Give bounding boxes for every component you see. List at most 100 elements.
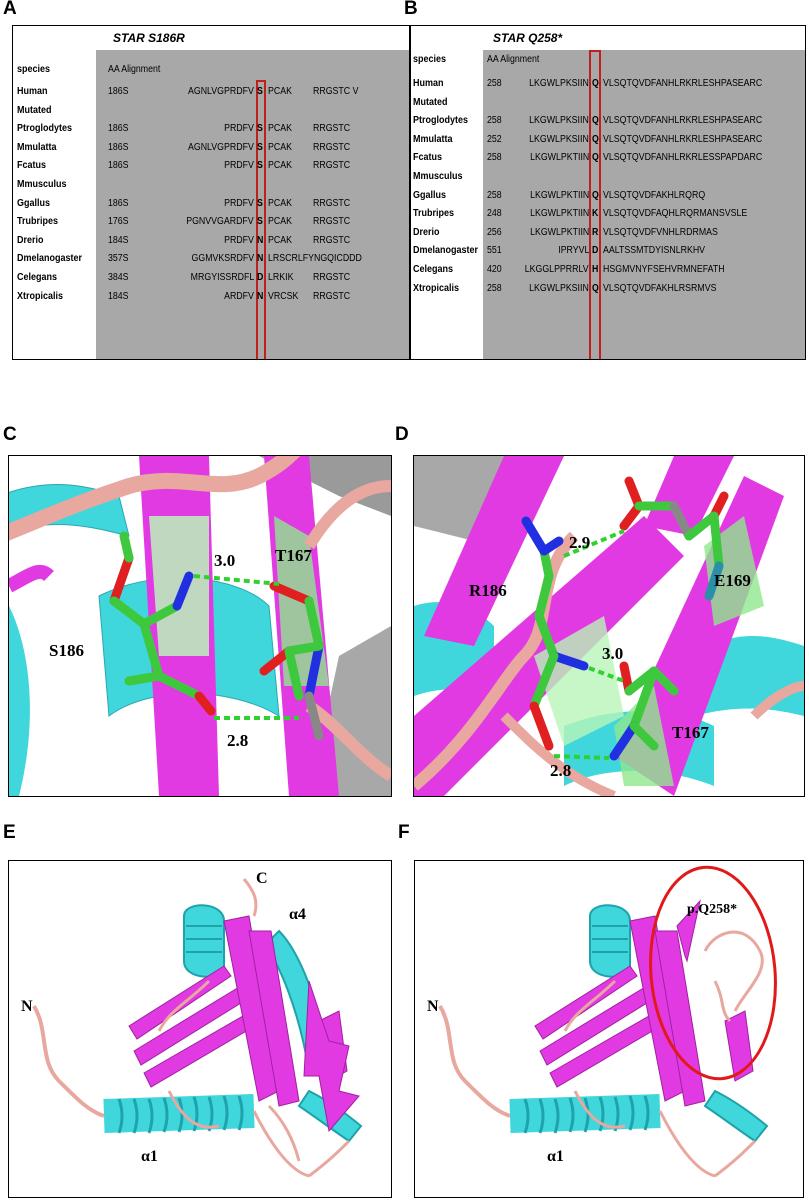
residue-label: T167 xyxy=(672,723,709,742)
sequence-right: PCAK xyxy=(268,160,292,172)
sequence-left: LKGWLPKTIIN xyxy=(529,152,589,164)
alignment-position: 248 xyxy=(487,208,502,220)
panel-label-f: F xyxy=(398,822,410,843)
terminus-label: N xyxy=(427,998,439,1015)
helix-label: α1 xyxy=(141,1148,158,1165)
sequence-left: PGNVVGARDFV xyxy=(186,216,254,228)
terminus-label: N xyxy=(21,998,33,1015)
species-name: Human xyxy=(413,78,444,89)
alignment-position: 258 xyxy=(487,115,502,127)
species-name: Mutated xyxy=(17,104,52,116)
sequence-left: ARDFV xyxy=(224,290,254,302)
panel-label-a: A xyxy=(3,0,17,19)
highlighted-residue: Q xyxy=(592,78,599,89)
species-name: Trubripes xyxy=(17,216,59,228)
sequence-right: PCAK xyxy=(268,86,292,97)
alignment-title: STAR Q258* xyxy=(493,31,563,45)
sequence-right: PCAK xyxy=(268,141,292,153)
sequence-tail: RRGSTC xyxy=(313,216,351,228)
highlight-column-box xyxy=(589,50,601,359)
alignment-position: 186S xyxy=(108,123,129,135)
species-name: Ptroglodytes xyxy=(17,123,73,135)
alignment-position: 551 xyxy=(487,245,502,257)
sequence-tail: RRGSTC xyxy=(313,123,351,135)
sequence-left: AGNLVGPRDFV xyxy=(188,141,254,153)
panel-label-b: B xyxy=(404,0,418,19)
alignment-position: 258 xyxy=(487,78,502,89)
species-name: Drerio xyxy=(413,226,440,238)
sequence-left: LKGWLPKSIIN xyxy=(529,133,589,145)
alignment-position: 252 xyxy=(487,133,502,145)
structure-panel-c: 3.0 2.8 S186 T167 xyxy=(8,455,392,797)
distance-label: 3.0 xyxy=(602,644,623,663)
species-name: Celegans xyxy=(413,264,454,275)
sequence-right: VLSQTQVDFANHLRKRLESHPASEARC xyxy=(603,78,763,89)
sequence-right: PCAK xyxy=(268,234,292,246)
panel-label-c: C xyxy=(3,424,17,445)
sequence-tail: RRGSTC xyxy=(313,290,351,302)
species-name: Ggallus xyxy=(17,197,51,209)
alignment-position: 357S xyxy=(108,253,129,265)
sequence-right: VLSQTQVDFANHLRKRLESSPAPDARC xyxy=(603,152,763,164)
highlighted-residue: N xyxy=(257,234,264,246)
species-name: Fcatus xyxy=(413,152,443,164)
alignment-position: 420 xyxy=(487,264,502,275)
residue-label: R186 xyxy=(469,581,507,600)
panel-label-d: D xyxy=(395,424,409,445)
sequence-right: LRKIK xyxy=(268,272,294,283)
residue-label: E169 xyxy=(714,571,751,590)
structure-panel-e: N C α4 α1 xyxy=(8,860,392,1198)
highlighted-residue: S xyxy=(257,86,263,97)
species-name: Dmelanogaster xyxy=(17,253,83,265)
sequence-tail: RRGSTC xyxy=(313,234,351,246)
residue-label: S186 xyxy=(49,641,84,660)
distance-label: 2.8 xyxy=(227,731,248,750)
highlighted-residue: H xyxy=(592,264,599,275)
highlighted-residue: R xyxy=(592,226,599,238)
highlighted-residue: N xyxy=(257,253,264,265)
alignment-position: 186S xyxy=(108,197,129,209)
sequence-left: LKGWLPKTIIN xyxy=(529,226,589,238)
highlight-column-box xyxy=(256,80,266,359)
sequence-right: VRCSK xyxy=(268,290,299,302)
sequence-right: VLSQTQVDFAQHLRQRMANSVSLE xyxy=(603,208,748,220)
sequence-left: PRDFV xyxy=(224,197,254,209)
alignment-position: 186S xyxy=(108,160,129,172)
species-header: species xyxy=(413,54,447,65)
mutation-label: p.Q258* xyxy=(687,902,737,917)
sequence-tail: RRGSTC xyxy=(313,160,351,172)
alignment-position: 184S xyxy=(108,290,129,302)
sequence-right: VLSQTQVDFAKHLRSRMVS xyxy=(603,282,717,294)
alignment-header: AA Alignment xyxy=(487,54,540,65)
sequence-left: PRDFV xyxy=(224,234,254,246)
sequence-right: LRSCRLFYNGQICDDD xyxy=(268,253,362,265)
highlighted-residue: D xyxy=(592,245,599,257)
highlighted-residue: K xyxy=(592,208,599,220)
sequence-tail: RRGSTC xyxy=(313,272,351,283)
sequence-left: LKGWLPKSIIN xyxy=(529,78,589,89)
sequence-left: GGMVKSRDFV xyxy=(191,253,254,265)
sequence-right: VLSQTQVDFANHLRKRLESHPASEARC xyxy=(603,133,763,145)
species-name: Dmelanogaster xyxy=(413,245,479,257)
highlighted-residue: Q xyxy=(592,189,599,201)
highlighted-residue: S xyxy=(257,197,263,209)
sequence-left: IPRYVL xyxy=(557,245,589,257)
highlighted-residue: S xyxy=(257,123,263,135)
species-name: Mmulatta xyxy=(413,133,453,145)
sequence-right: PCAK xyxy=(268,216,292,228)
residue-label: T167 xyxy=(275,546,312,565)
species-name: Mmusculus xyxy=(17,179,67,190)
sequence-right: PCAK xyxy=(268,123,292,135)
sequence-right: VLSQTQVDFAKHLRQRQ xyxy=(603,189,706,201)
species-name: Drerio xyxy=(17,234,44,246)
sequence-left: PRDFV xyxy=(224,123,254,135)
highlighted-residue: Q xyxy=(592,282,599,294)
species-name: Human xyxy=(17,86,48,97)
highlighted-residue: Q xyxy=(592,115,599,127)
alignment-position: 256 xyxy=(487,226,502,238)
terminus-label: C xyxy=(256,870,268,887)
species-header: species xyxy=(17,64,51,75)
alignment-background xyxy=(96,50,409,359)
alignment-position: 186S xyxy=(108,141,129,153)
